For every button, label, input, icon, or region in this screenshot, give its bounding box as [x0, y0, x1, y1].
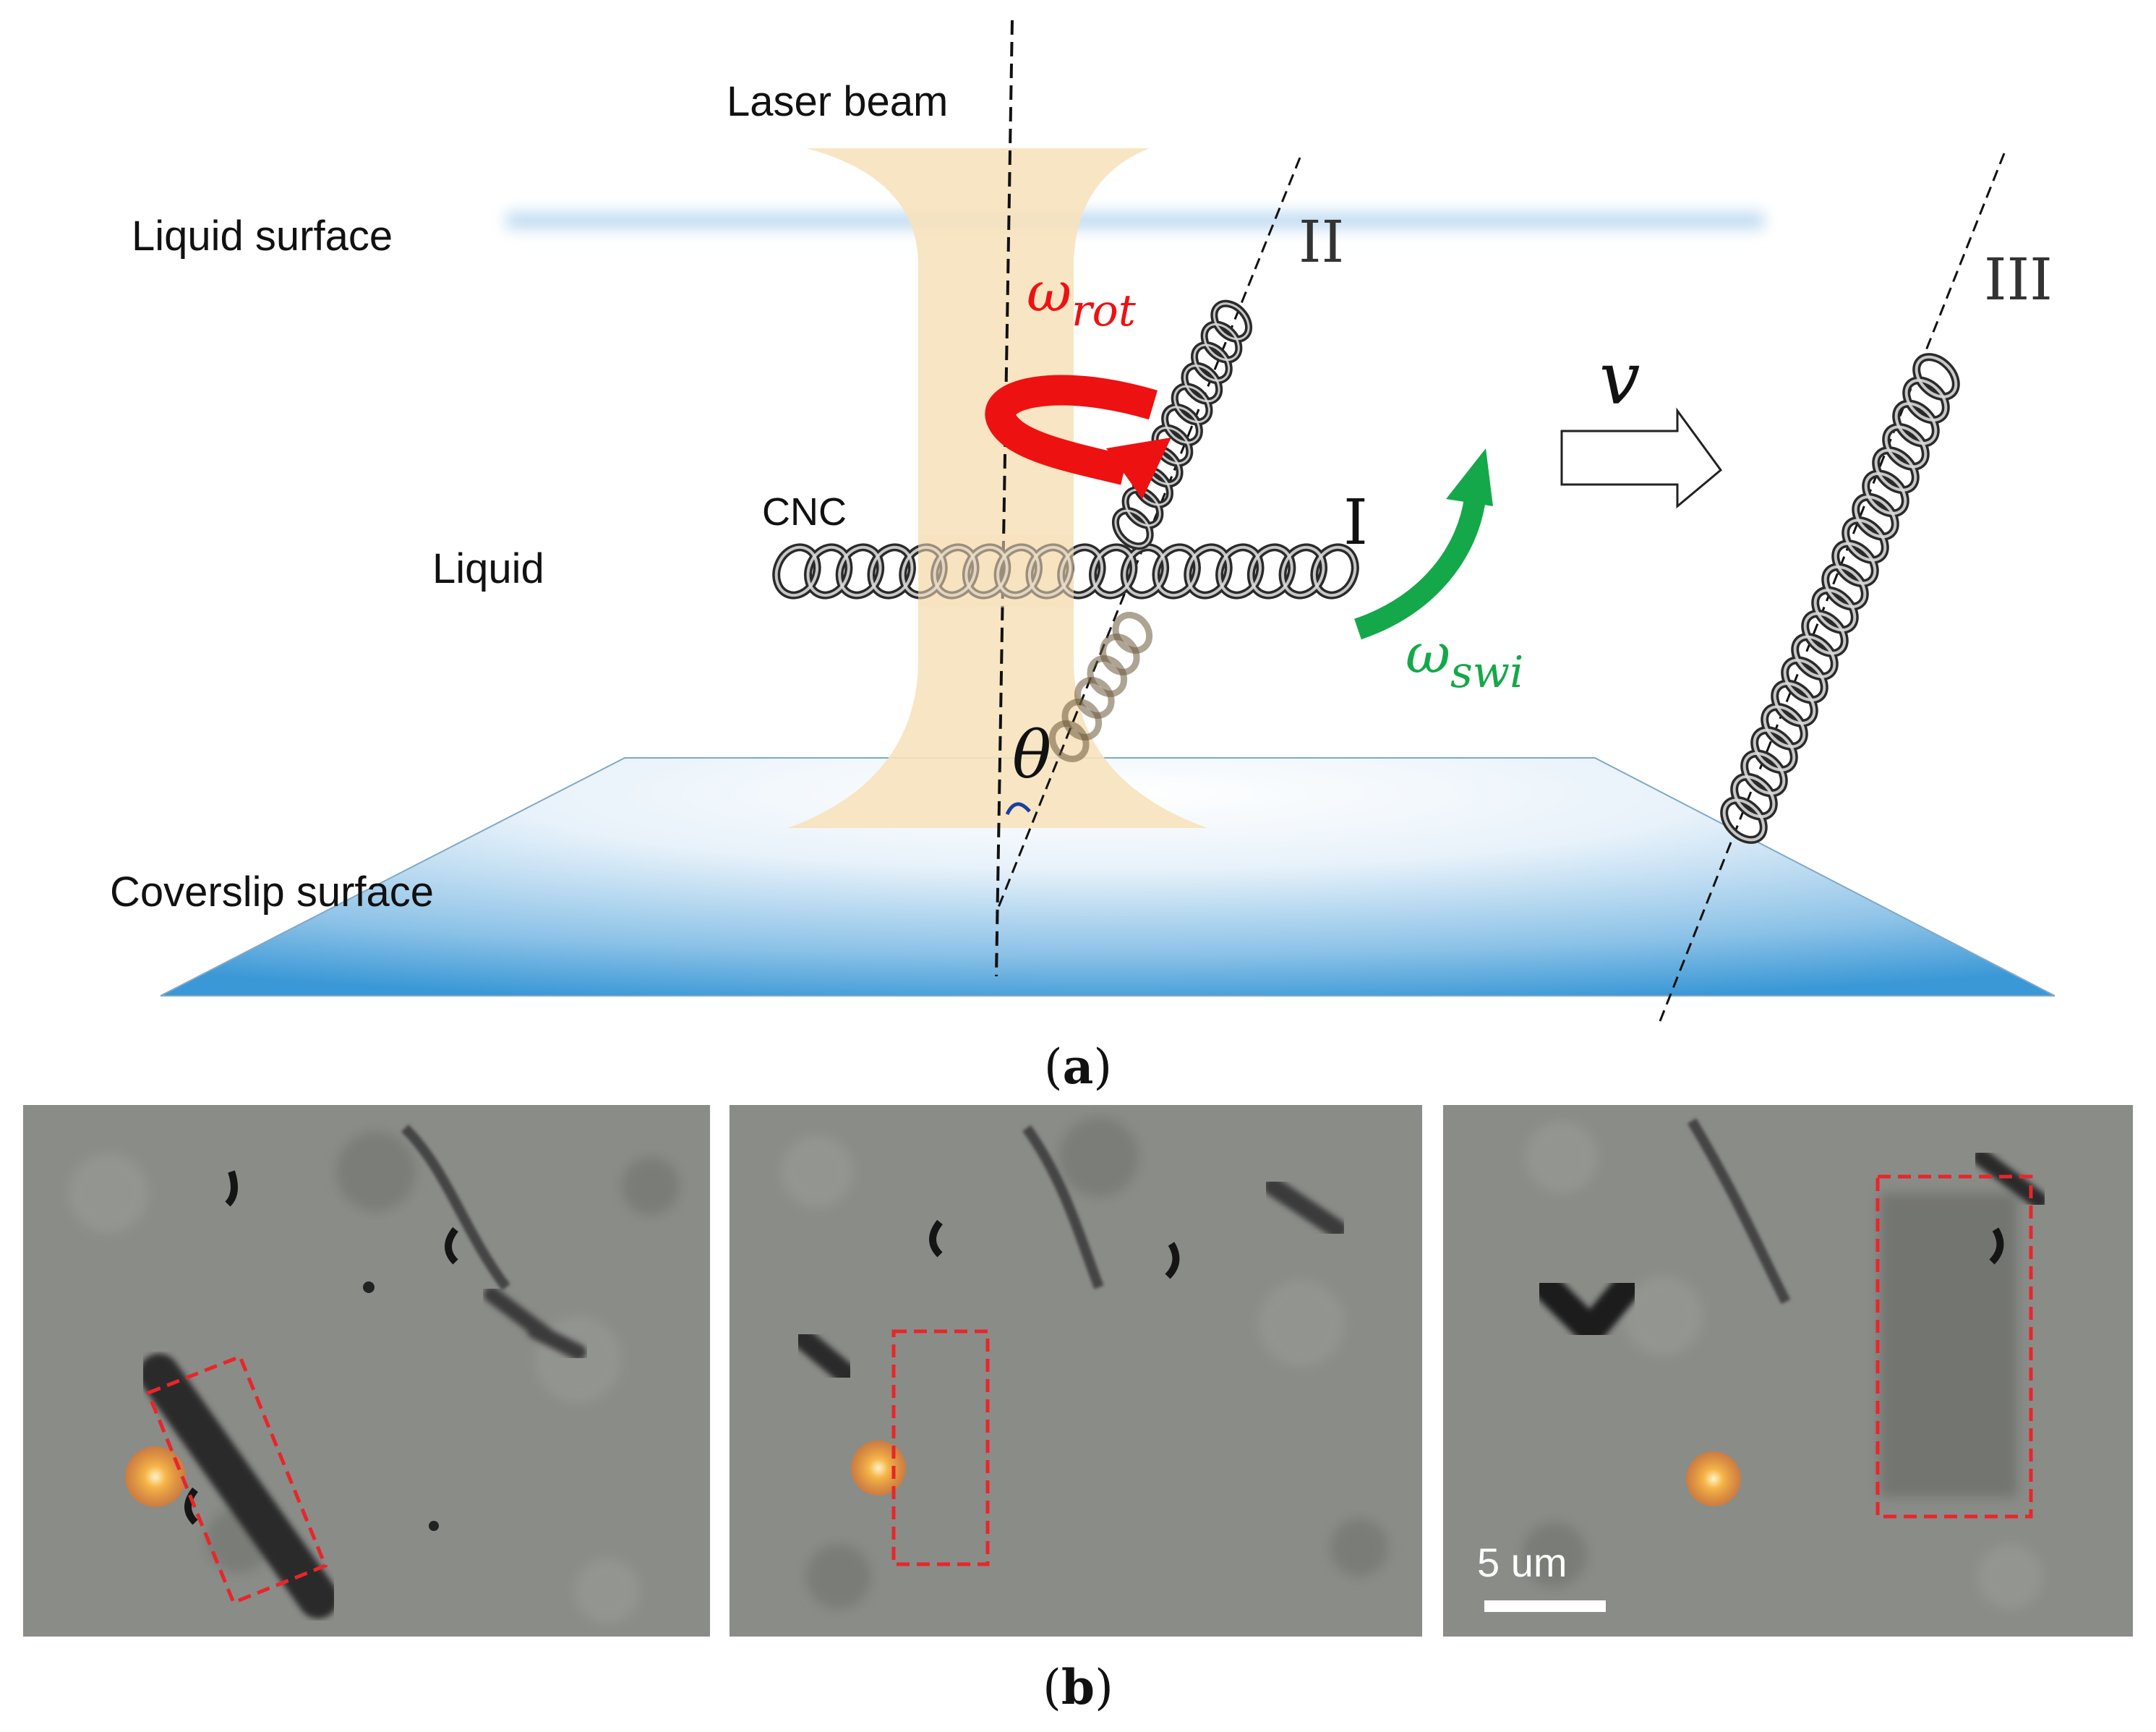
- label-state-2: II: [1299, 208, 1344, 276]
- helix-turn: [1049, 720, 1090, 762]
- helix-turn: [838, 545, 882, 597]
- helix-turn: [1281, 545, 1325, 597]
- beam-axis: [995, 20, 1014, 977]
- label-state-1: I: [1343, 487, 1368, 559]
- cnc-helix-state-2: [1111, 299, 1253, 550]
- label-liquid-surface: Liquid surface: [132, 213, 393, 260]
- helix-turn: [1854, 495, 1897, 539]
- cnc-helix-tilted-lower: [1049, 612, 1153, 762]
- micrograph-frame-3: 5 um: [1443, 1105, 2133, 1637]
- helix-turn: [1091, 545, 1135, 597]
- label-cnc: CNC: [762, 490, 847, 534]
- helix-turn: [1173, 385, 1210, 423]
- helix-turn: [1183, 364, 1220, 403]
- helix-turn: [1203, 323, 1240, 362]
- panel-a: Laser beam Liquid surface Liquid Coversl…: [110, 20, 2056, 1095]
- helix-turn: [1249, 545, 1293, 597]
- cnc-helix-state-3: [1720, 353, 1960, 844]
- helix-turn: [1844, 519, 1887, 562]
- label-omega-rot: ωrot: [1027, 260, 1137, 336]
- micrograph-frame-1: [23, 1105, 710, 1637]
- label-coverslip-surface: Coverslip surface: [110, 869, 434, 916]
- label-liquid: Liquid: [432, 545, 544, 592]
- helix-turn: [1783, 658, 1826, 701]
- helix-turn: [1074, 677, 1115, 719]
- optical-trap-spot: [851, 1441, 906, 1496]
- label-theta: θ: [1012, 717, 1051, 793]
- helix-turn: [1894, 402, 1938, 445]
- label-laser-beam: Laser beam: [727, 78, 948, 125]
- liquid-surface-band: [506, 204, 1764, 237]
- helix-turn: [1864, 472, 1907, 515]
- helix-turn: [1773, 682, 1816, 725]
- helix-turn: [1823, 565, 1867, 608]
- helix-turn: [1793, 635, 1836, 678]
- helix-turn: [1813, 589, 1857, 632]
- label-velocity: v: [1599, 336, 1640, 421]
- helix-turn: [1100, 633, 1140, 675]
- helix-turn: [806, 545, 850, 597]
- highlight-box: [1875, 1174, 2033, 1519]
- velocity-arrow: [1560, 407, 1723, 509]
- helix-turn: [1732, 775, 1776, 819]
- angle-arc: [1005, 802, 1031, 816]
- optical-trap-spot: [1686, 1451, 1741, 1506]
- coverslip-plane: [160, 757, 2056, 997]
- optical-trap-spot: [125, 1446, 186, 1507]
- swing-arrow: [1354, 448, 1493, 640]
- helix-turn: [1312, 545, 1357, 597]
- panel-b: 5 um (b): [23, 1105, 2133, 1715]
- caption-a: (a): [1044, 1038, 1112, 1095]
- helix-turn: [1061, 699, 1103, 741]
- helix-turn: [1212, 302, 1250, 341]
- label-state-3: III: [1984, 246, 2053, 313]
- highlight-box: [145, 1354, 328, 1605]
- helix-turn: [1753, 728, 1796, 772]
- helix-turn: [1904, 378, 1948, 422]
- helix-turn: [1803, 612, 1847, 655]
- helix-turn: [1763, 705, 1806, 748]
- state-3-axis: [1659, 153, 2006, 1022]
- highlight-box: [891, 1329, 990, 1566]
- helix-turn: [1884, 425, 1928, 469]
- helix-turn: [1193, 344, 1231, 382]
- helix-turn: [1155, 545, 1199, 597]
- helix-turn: [1124, 488, 1161, 527]
- helix-turn: [1874, 448, 1917, 492]
- label-omega-swi: ωswi: [1406, 621, 1523, 698]
- helix-turn: [1163, 406, 1201, 444]
- helix-turn: [1087, 655, 1128, 697]
- helix-turn: [1123, 545, 1167, 597]
- helix-turn: [1915, 355, 1958, 398]
- scale-bar-label: 5 um: [1477, 1540, 1567, 1585]
- scale-bar: [1484, 1600, 1606, 1612]
- helix-turn: [1112, 612, 1153, 654]
- helix-turn: [1742, 751, 1786, 795]
- micrograph-frame-2: [730, 1105, 1422, 1637]
- laser-beam: [788, 148, 1207, 828]
- helix-turn: [870, 545, 914, 597]
- helix-turn: [774, 545, 819, 597]
- rotation-arrow: [985, 375, 1171, 499]
- caption-b: (b): [1043, 1659, 1113, 1715]
- helix-turn: [1722, 798, 1766, 842]
- beam-overlay: [918, 535, 1074, 607]
- helix-turn: [1218, 545, 1262, 597]
- helix-turn: [1834, 542, 1877, 585]
- helix-turn: [1114, 509, 1152, 547]
- helix-turn: [1186, 545, 1231, 597]
